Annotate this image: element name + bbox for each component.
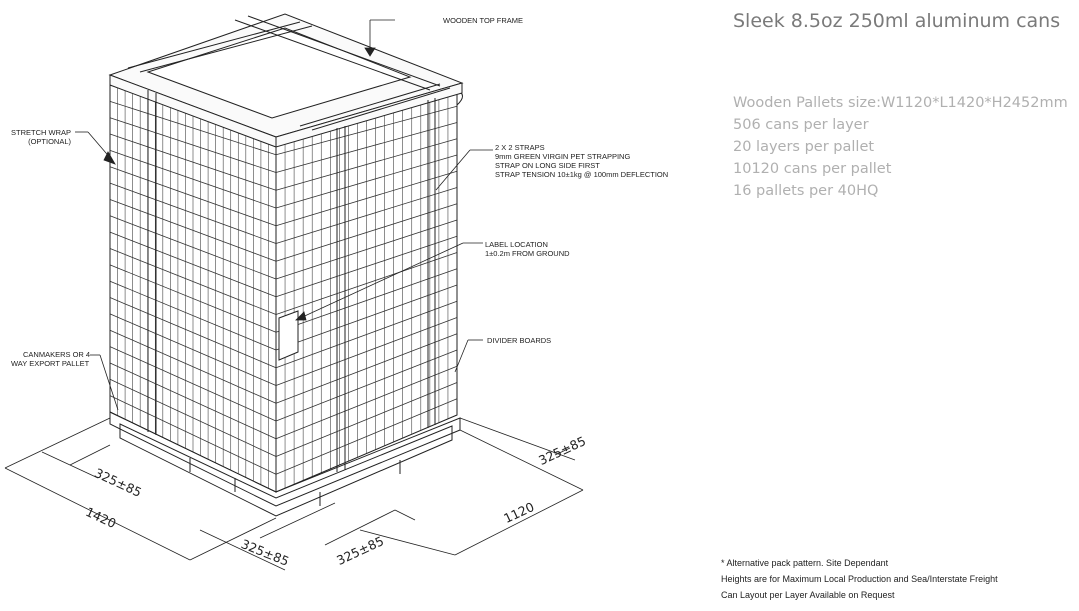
layer-line bbox=[275, 284, 458, 351]
layer-line bbox=[109, 346, 277, 422]
spec-list: Wooden Pallets size:W1120*L1420*H2452mm … bbox=[733, 92, 1068, 202]
layer-line bbox=[109, 313, 277, 386]
layer-line bbox=[109, 248, 277, 315]
layer-line bbox=[275, 187, 458, 244]
layer-line bbox=[275, 138, 458, 191]
label-location-line-2: 1±0.2m FROM GROUND bbox=[485, 249, 570, 258]
layer-lines bbox=[109, 100, 458, 475]
layer-line bbox=[109, 231, 277, 298]
straps-line-2: 9mm GREEN VIRGIN PET STRAPPING bbox=[495, 152, 631, 161]
stretch-wrap-callout: STRETCH WRAP (OPTIONAL) bbox=[11, 128, 71, 146]
product-title: Sleek 8.5oz 250ml aluminum cans bbox=[733, 10, 1061, 32]
stretch-wrap-line-2: (OPTIONAL) bbox=[28, 137, 71, 146]
spec-cans-per-layer: 506 cans per layer bbox=[733, 117, 869, 133]
layer-line bbox=[275, 333, 458, 404]
dimension-lines bbox=[4, 417, 584, 571]
layer-line bbox=[275, 170, 458, 227]
note-heights: Heights are for Maximum Local Production… bbox=[721, 574, 998, 584]
pallet-callout: CANMAKERS OR 4 WAY EXPORT PALLET bbox=[11, 350, 91, 368]
layer-line bbox=[275, 235, 458, 298]
layer-line bbox=[109, 264, 277, 333]
pallet-line-2: WAY EXPORT PALLET bbox=[11, 359, 90, 368]
layer-line bbox=[109, 150, 277, 209]
layer-line bbox=[275, 105, 458, 156]
label-patch bbox=[278, 310, 299, 361]
layer-line bbox=[275, 300, 458, 369]
layer-line bbox=[275, 349, 458, 422]
layer-line bbox=[275, 382, 458, 457]
layer-line bbox=[109, 117, 277, 173]
layer-line bbox=[109, 297, 277, 369]
top-frame bbox=[108, 13, 464, 148]
layer-line bbox=[275, 268, 458, 333]
layer-line bbox=[109, 280, 277, 351]
divider-boards-callout: DIVIDER BOARDS bbox=[487, 336, 552, 345]
straps-line-1: 2 X 2 STRAPS bbox=[495, 143, 545, 152]
layer-line bbox=[275, 252, 458, 315]
layer-line bbox=[109, 166, 277, 227]
top-frame-callout: WOODEN TOP FRAME bbox=[443, 16, 524, 25]
label-location-line-1: LABEL LOCATION bbox=[485, 240, 548, 249]
layer-line bbox=[275, 365, 458, 440]
layer-line bbox=[275, 398, 458, 475]
spec-cans-per-pallet: 10120 cans per pallet bbox=[733, 161, 892, 177]
footnotes: * Alternative pack pattern. Site Dependa… bbox=[721, 555, 998, 603]
layer-line bbox=[275, 122, 458, 173]
layer-line bbox=[109, 378, 277, 457]
straps-line-4: STRAP TENSION 10±1kg @ 100mm DEFLECTION bbox=[495, 170, 669, 179]
straps-callout: 2 X 2 STRAPS 9mm GREEN VIRGIN PET STRAPP… bbox=[495, 143, 668, 179]
layer-line bbox=[109, 199, 277, 262]
stretch-wrap-line-1: STRETCH WRAP bbox=[11, 128, 71, 137]
pallet-diagram bbox=[4, 13, 584, 571]
layer-line bbox=[109, 133, 277, 191]
spec-layers-per-pallet: 20 layers per pallet bbox=[733, 139, 875, 155]
spec-pallet-size: Wooden Pallets size:W1120*L1420*H2452mm bbox=[733, 95, 1068, 111]
layer-line bbox=[109, 329, 277, 404]
label-location-callout: LABEL LOCATION 1±0.2m FROM GROUND bbox=[485, 240, 570, 258]
leader-lines bbox=[75, 19, 493, 411]
note-alternative-pattern: * Alternative pack pattern. Site Dependa… bbox=[721, 558, 889, 568]
pallet-line-1: CANMAKERS OR 4 bbox=[23, 350, 91, 359]
spec-pallets-per-container: 16 pallets per 40HQ bbox=[733, 183, 879, 199]
layer-line bbox=[109, 362, 277, 440]
straps bbox=[147, 90, 436, 472]
layer-line bbox=[109, 395, 277, 475]
front-face-cans bbox=[117, 87, 269, 489]
note-can-layout: Can Layout per Layer Available on Reques… bbox=[721, 590, 895, 600]
layer-line bbox=[275, 203, 458, 262]
layer-line bbox=[275, 154, 458, 209]
layer-line bbox=[109, 215, 277, 280]
layer-line bbox=[109, 100, 277, 156]
layer-line bbox=[275, 219, 458, 280]
straps-line-3: STRAP ON LONG SIDE FIRST bbox=[495, 161, 600, 170]
layer-line bbox=[275, 317, 458, 386]
layer-line bbox=[109, 182, 277, 244]
